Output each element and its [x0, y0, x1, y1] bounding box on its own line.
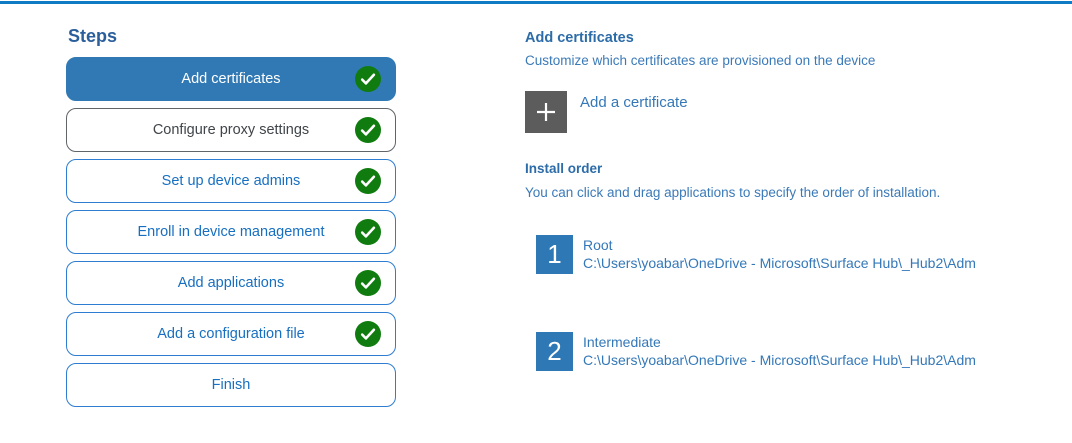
plus-icon [525, 91, 567, 133]
install-order-item-root[interactable]: 1 Root C:\Users\yoabar\OneDrive - Micros… [536, 235, 976, 274]
order-number-badge: 2 [536, 332, 573, 371]
step-button-label: Enroll in device management [137, 224, 325, 240]
check-icon [355, 168, 381, 194]
page-title: Add certificates [525, 30, 634, 46]
step-button-label: Add applications [177, 275, 285, 291]
step-button-configure-proxy-settings[interactable]: Configure proxy settings [66, 108, 396, 152]
order-number-badge: 1 [536, 235, 573, 274]
check-icon [355, 270, 381, 296]
check-icon [355, 117, 381, 143]
certificate-name: Root [583, 237, 613, 253]
certificate-name: Intermediate [583, 334, 661, 350]
steps-panel: Steps Add certificates Configure proxy s… [66, 26, 396, 414]
certificate-path: C:\Users\yoabar\OneDrive - Microsoft\Sur… [583, 352, 976, 368]
page-subtitle: Customize which certificates are provisi… [525, 53, 876, 68]
install-order-list: 1 Root C:\Users\yoabar\OneDrive - Micros… [536, 235, 1070, 371]
install-item-text: Root C:\Users\yoabar\OneDrive - Microsof… [583, 235, 976, 272]
check-icon [355, 321, 381, 347]
check-icon [355, 66, 381, 92]
step-button-finish[interactable]: Finish [66, 363, 396, 407]
install-order-item-intermediate[interactable]: 2 Intermediate C:\Users\yoabar\OneDrive … [536, 332, 976, 371]
step-button-add-certificates[interactable]: Add certificates [66, 57, 396, 101]
step-button-label: Add certificates [181, 71, 281, 87]
step-button-label: Add a configuration file [157, 326, 305, 342]
content-panel: Add certificates Customize which certifi… [525, 30, 1070, 429]
step-button-add-a-configuration-file[interactable]: Add a configuration file [66, 312, 396, 356]
step-button-label: Configure proxy settings [152, 122, 310, 138]
add-certificate-button[interactable]: Add a certificate [525, 91, 688, 133]
step-button-add-applications[interactable]: Add applications [66, 261, 396, 305]
steps-title: Steps [68, 26, 118, 46]
check-icon [355, 219, 381, 245]
add-certificate-label: Add a certificate [580, 94, 688, 111]
install-order-instruction: You can click and drag applications to s… [525, 185, 941, 200]
step-button-enroll-in-device-management[interactable]: Enroll in device management [66, 210, 396, 254]
top-accent-line [0, 1, 1072, 4]
install-item-text: Intermediate C:\Users\yoabar\OneDrive - … [583, 332, 976, 369]
step-button-set-up-device-admins[interactable]: Set up device admins [66, 159, 396, 203]
step-button-label: Finish [211, 377, 251, 393]
step-button-label: Set up device admins [161, 173, 301, 189]
certificate-path: C:\Users\yoabar\OneDrive - Microsoft\Sur… [583, 255, 976, 271]
install-order-title: Install order [525, 161, 603, 176]
